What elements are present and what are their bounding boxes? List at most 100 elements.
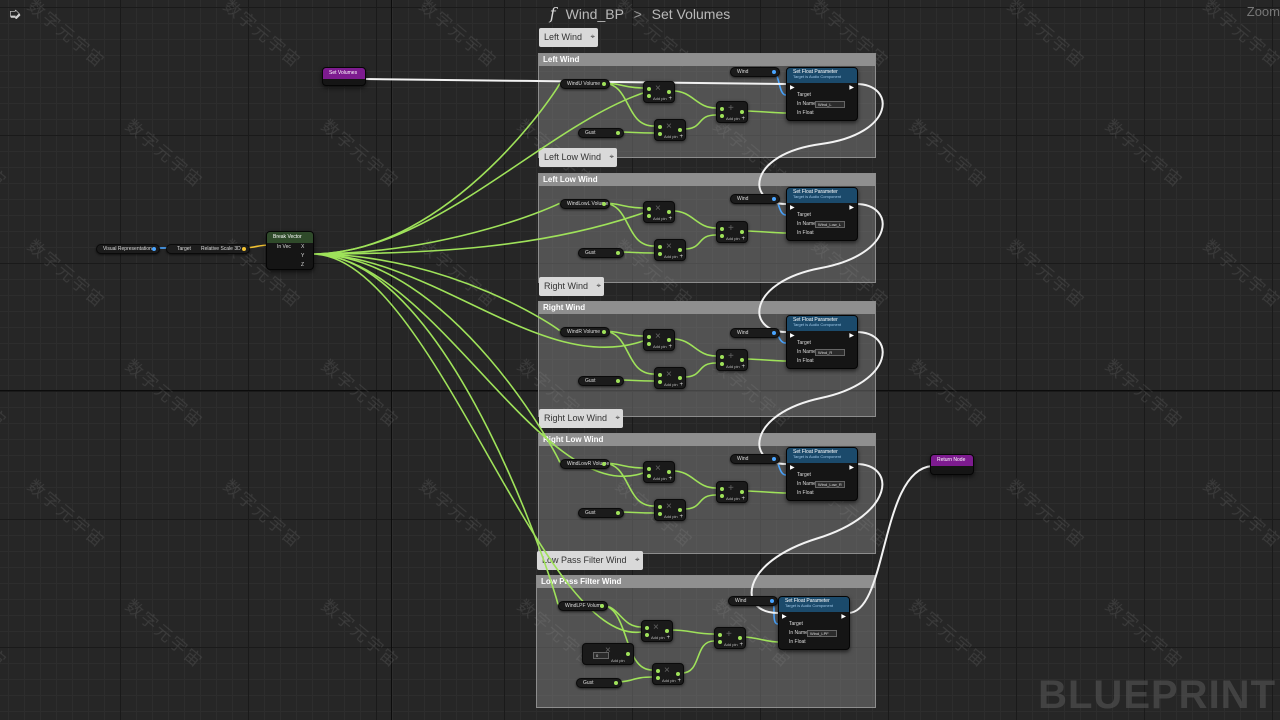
gust-variable[interactable]: Gust bbox=[578, 128, 624, 138]
add-pin-icon[interactable]: + bbox=[679, 514, 683, 520]
add-pin-icon[interactable]: + bbox=[739, 642, 743, 648]
break-vector-node[interactable]: Break Vector In Vec X Y Z bbox=[266, 231, 314, 270]
break-vector-output-y: Y bbox=[301, 253, 305, 259]
add-pin-icon[interactable]: + bbox=[666, 635, 670, 641]
gust-variable[interactable]: Gust bbox=[578, 508, 624, 518]
multiply-node[interactable]: +Add pin+ bbox=[716, 349, 748, 371]
float-pin-icon bbox=[616, 379, 620, 383]
breadcrumb-asset[interactable]: Wind_BP bbox=[565, 6, 624, 22]
comment-bubble[interactable]: Right Low Wind⌖ bbox=[539, 409, 624, 428]
add-pin-icon[interactable]: + bbox=[668, 344, 672, 350]
multiply-node[interactable]: +Add pin+ bbox=[716, 221, 748, 243]
input-pin-b-icon bbox=[647, 474, 651, 478]
wind-variable[interactable]: Wind bbox=[730, 454, 780, 464]
volume-variable-label: WindR Volume bbox=[567, 329, 601, 335]
comment-bubble-label: Left Wind bbox=[544, 32, 583, 42]
float-wire bbox=[311, 253, 561, 464]
multiply-node[interactable]: +Add pin+ bbox=[716, 101, 748, 123]
add-node[interactable]: ×Add pin+ bbox=[643, 461, 675, 483]
multiply-symbol-icon: × bbox=[666, 121, 672, 132]
pin-icon[interactable]: ⌖ bbox=[615, 413, 621, 422]
add-pin-icon[interactable]: + bbox=[679, 134, 683, 140]
add-node[interactable]: ×Add pin+ bbox=[654, 367, 686, 389]
wind-variable[interactable]: Wind bbox=[730, 328, 780, 338]
add-node[interactable]: ×Add pin+ bbox=[643, 81, 675, 103]
float-input-field[interactable]: 0 bbox=[593, 652, 609, 659]
pin-icon[interactable]: ⌖ bbox=[590, 32, 596, 41]
in-name-field[interactable]: Wind_R bbox=[815, 349, 845, 356]
gust-variable[interactable]: Gust bbox=[576, 678, 622, 688]
wind-variable[interactable]: Wind bbox=[730, 67, 780, 77]
get-relative-scale-node[interactable]: Target Relative Scale 3D bbox=[166, 244, 250, 254]
comment-bubble[interactable]: Low Pass Filter Wind⌖ bbox=[537, 551, 643, 570]
add-pin-icon[interactable]: + bbox=[741, 236, 745, 242]
wind-variable-label: Wind bbox=[737, 456, 749, 462]
pin-icon[interactable]: ⌖ bbox=[596, 281, 602, 290]
in-name-field[interactable]: Wind_L bbox=[815, 101, 845, 108]
comment-bubble[interactable]: Left Low Wind⌖ bbox=[539, 148, 618, 167]
float-wire bbox=[311, 82, 561, 255]
return-node[interactable]: Return Node bbox=[930, 454, 974, 475]
in-name-field[interactable]: Wind_LPF bbox=[807, 630, 837, 637]
set-float-parameter-subtitle: Target is Audio Component bbox=[793, 454, 842, 459]
input-pin-a-icon bbox=[647, 87, 651, 91]
break-vector-input-label: In Vec bbox=[277, 244, 291, 250]
exec-wire bbox=[758, 203, 884, 333]
volume-variable[interactable]: WindR Volume bbox=[560, 327, 610, 337]
back-arrow-icon[interactable]: ➭ bbox=[8, 6, 22, 23]
add-node[interactable]: ×Add pin+ bbox=[652, 663, 684, 685]
breadcrumb-function[interactable]: Set Volumes bbox=[651, 6, 731, 22]
add-pin-icon[interactable]: + bbox=[741, 364, 745, 370]
float-wire bbox=[311, 253, 644, 348]
add-pin-icon[interactable]: + bbox=[668, 96, 672, 102]
add-pin-icon[interactable]: + bbox=[679, 382, 683, 388]
add-node[interactable]: ×Add pin+ bbox=[654, 239, 686, 261]
volume-variable[interactable]: WindLowR Volume bbox=[560, 459, 610, 469]
gust-variable-label: Gust bbox=[583, 680, 594, 686]
multiply-node[interactable]: +Add pin+ bbox=[716, 481, 748, 503]
add-pin-icon[interactable]: + bbox=[741, 496, 745, 502]
add-node[interactable]: ×Add pin+ bbox=[654, 499, 686, 521]
add-node[interactable]: ×Add pin+ bbox=[641, 620, 673, 642]
volume-variable[interactable]: WindLPF Volume bbox=[558, 601, 608, 611]
visual-representation-variable[interactable]: Visual Representation bbox=[96, 244, 160, 254]
multiply-symbol-icon: × bbox=[666, 369, 672, 380]
pin-icon[interactable]: ⌖ bbox=[609, 152, 615, 161]
add-pin-icon[interactable]: + bbox=[677, 678, 681, 684]
multiply-node[interactable]: +Add pin+ bbox=[714, 627, 746, 649]
float-wire bbox=[670, 629, 715, 635]
add-node[interactable]: ×Add pin+ bbox=[643, 201, 675, 223]
in-name-field[interactable]: Wind_Low_L bbox=[815, 221, 845, 228]
input-pin-a-icon bbox=[720, 227, 724, 231]
wind-variable[interactable]: Wind bbox=[730, 194, 780, 204]
wind-variable[interactable]: Wind bbox=[728, 596, 778, 606]
gust-variable[interactable]: Gust bbox=[578, 248, 624, 258]
comment-bubble[interactable]: Right Wind⌖ bbox=[539, 277, 605, 296]
add-pin-icon[interactable]: + bbox=[668, 216, 672, 222]
add-node[interactable]: ×Add pin+ bbox=[643, 329, 675, 351]
input-pin-b-icon bbox=[720, 494, 724, 498]
add-pin-icon[interactable]: + bbox=[679, 254, 683, 260]
add-pin-icon[interactable]: + bbox=[668, 476, 672, 482]
gust-variable[interactable]: Gust bbox=[578, 376, 624, 386]
volume-variable[interactable]: WindLowL Volume bbox=[560, 199, 610, 209]
add-node[interactable]: ×Add pin+ bbox=[654, 119, 686, 141]
volume-variable[interactable]: WindU Volume bbox=[560, 79, 610, 89]
add-pin-icon[interactable]: + bbox=[741, 116, 745, 122]
function-entry-node[interactable]: Set Volumes bbox=[322, 67, 366, 86]
get-scale-output-label: Relative Scale 3D bbox=[201, 246, 241, 252]
float-wire bbox=[311, 253, 559, 606]
in-name-field[interactable]: Wind_Low_R bbox=[815, 481, 845, 488]
comment-bubble[interactable]: Left Wind ⌖ bbox=[539, 28, 599, 47]
exec-out-pin-icon: ▶ bbox=[849, 333, 854, 339]
math-node-label: Add pin bbox=[726, 116, 740, 121]
pin-icon[interactable]: ⌖ bbox=[635, 555, 640, 564]
exec-in-pin-icon: ▶ bbox=[790, 465, 795, 471]
